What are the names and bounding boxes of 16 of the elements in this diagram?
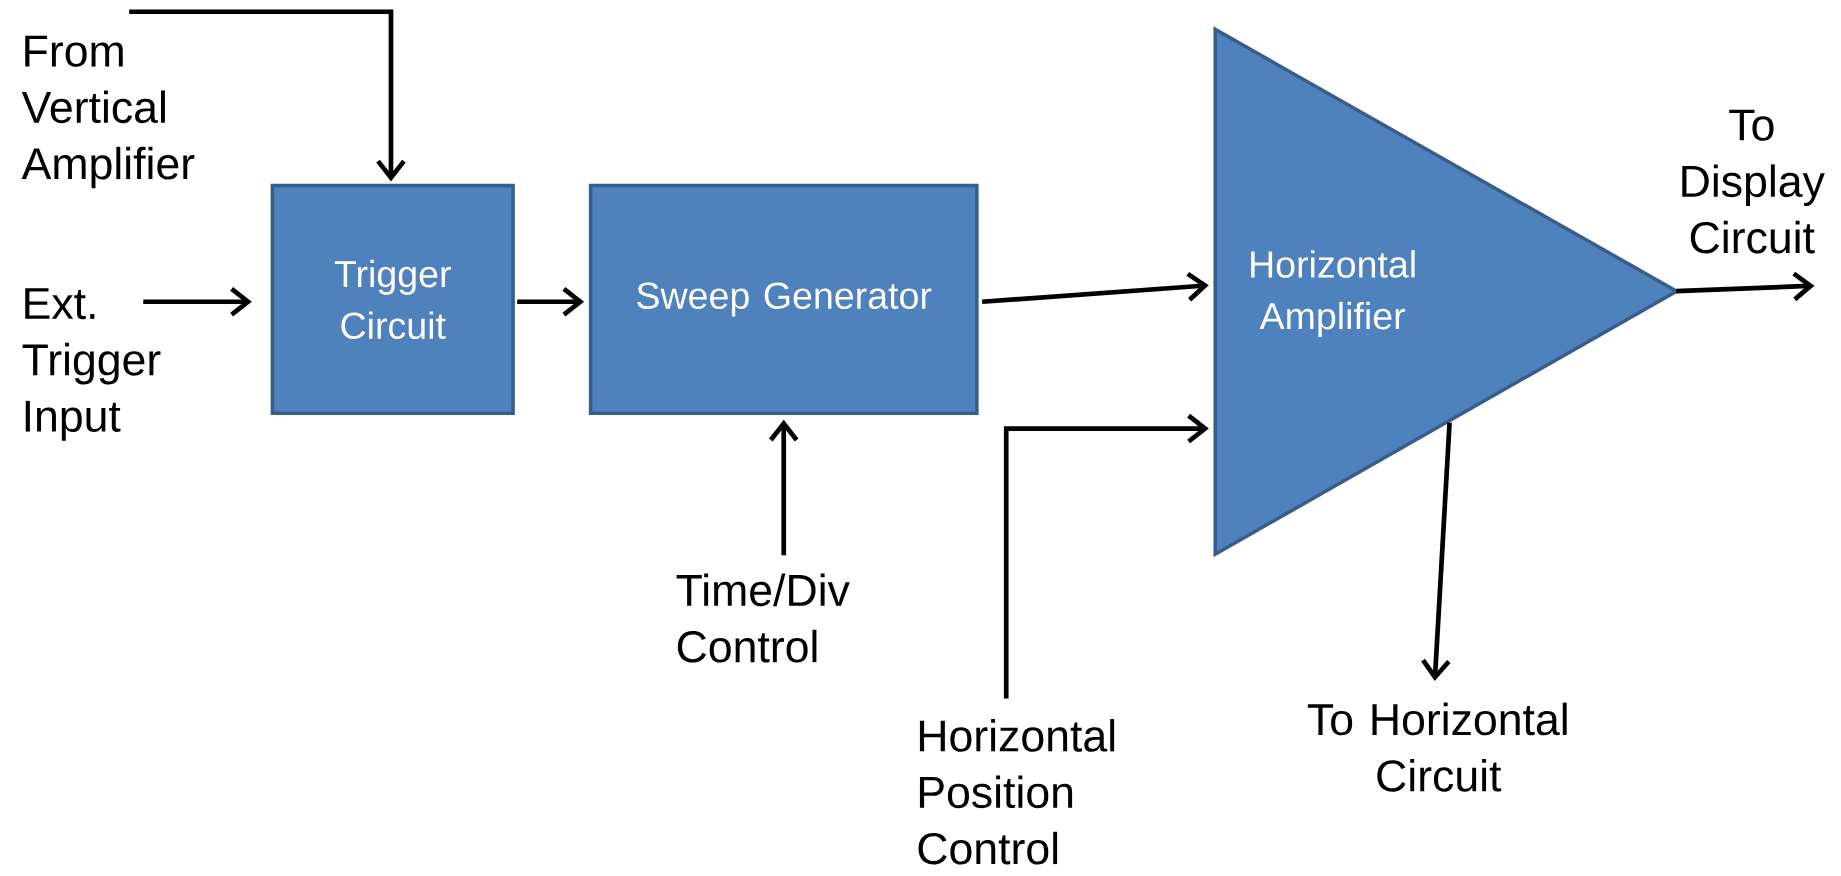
arrow bbox=[517, 287, 585, 317]
arrow bbox=[129, 9, 406, 182]
label-text: Time/Div Control bbox=[676, 573, 850, 663]
process-box: Sweep Generator bbox=[588, 183, 979, 416]
label-text: To Horizontal Circuit bbox=[1307, 702, 1567, 792]
label-text: To Display Circuit bbox=[1682, 109, 1825, 254]
arrow bbox=[981, 272, 1209, 305]
label-text: Horizontal Position Control bbox=[918, 719, 1115, 865]
arrow bbox=[1003, 413, 1209, 699]
arrow bbox=[143, 287, 252, 317]
label-text: From Vertical Amplifier bbox=[21, 35, 195, 189]
arrow bbox=[1676, 271, 1815, 302]
arrow bbox=[768, 419, 799, 556]
arrow bbox=[1421, 422, 1452, 682]
label-text: Ext. Trigger Input bbox=[22, 288, 161, 441]
process-box: Trigger Circuit bbox=[270, 183, 515, 416]
